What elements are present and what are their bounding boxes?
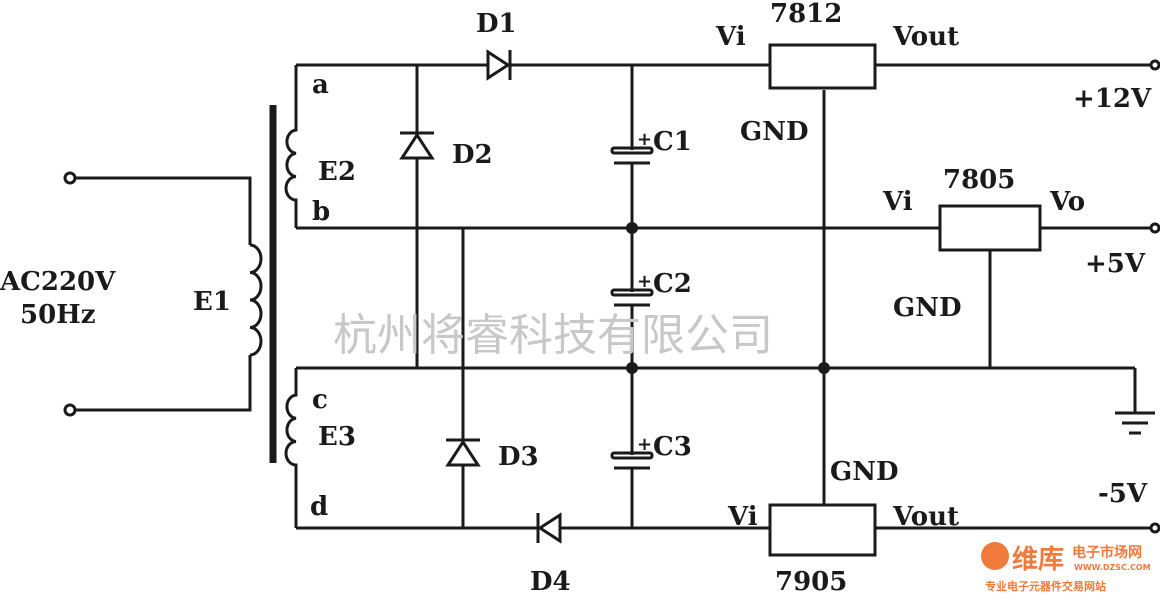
label-7905: 7905 — [775, 567, 847, 596]
label-tap-c: c — [312, 385, 328, 415]
input-terminal-bottom — [63, 403, 77, 417]
label-d1: D1 — [476, 9, 517, 39]
label-7805: 7805 — [943, 165, 1015, 195]
label-input-frequency: 50Hz — [20, 300, 96, 330]
ground-icon — [1115, 411, 1155, 435]
primary-coil — [249, 243, 263, 357]
capacitor-c3 — [610, 451, 654, 470]
wires — [296, 63, 1152, 530]
logo-brand: 维库 — [1012, 544, 1064, 575]
regulator-7805 — [938, 204, 1042, 252]
input-wiring — [63, 171, 252, 417]
diode-d3 — [445, 438, 481, 467]
dzsc-logo: 维库 电子市场网 WWW.DZSC.COM 专业电子元器件交易网站 — [981, 542, 1151, 593]
diode-d4 — [536, 512, 562, 544]
label-7805-gnd: GND — [893, 293, 962, 323]
label-d2: D2 — [452, 140, 493, 170]
label-7812-vi: Vi — [715, 22, 746, 52]
label-tap-d: d — [310, 492, 328, 522]
capacitor-c1 — [610, 146, 654, 165]
label-7812-gnd: GND — [740, 117, 809, 147]
label-7812: 7812 — [770, 0, 842, 29]
output-terminal-neg5v — [1149, 522, 1160, 534]
output-terminal-12v — [1149, 59, 1160, 71]
polarity-plus-c2: + — [637, 271, 652, 292]
secondary-coil-e2 — [284, 65, 298, 228]
polarity-plus-c3: + — [637, 434, 652, 455]
label-c2: C2 — [653, 269, 692, 299]
capacitor-c2 — [610, 288, 654, 307]
label-e3: E3 — [318, 422, 356, 452]
label-7812-vout: Vout — [892, 22, 959, 52]
logo-icon — [981, 542, 1009, 570]
label-c1: C1 — [653, 127, 692, 157]
label-out-5v: +5V — [1085, 249, 1146, 279]
polarity-plus-c1: + — [637, 129, 652, 150]
label-e2: E2 — [318, 157, 356, 187]
label-d3: D3 — [498, 442, 539, 472]
label-input-voltage: AC220V — [0, 267, 116, 297]
input-terminal-top — [63, 171, 77, 185]
label-7905-gnd: GND — [830, 457, 899, 487]
label-7905-vi: Vi — [727, 502, 758, 532]
label-tap-b: b — [312, 197, 330, 227]
label-7905-vout: Vout — [892, 502, 959, 532]
diode-d2 — [399, 131, 435, 160]
regulator-7905 — [768, 503, 877, 557]
label-7805-vi: Vi — [882, 187, 913, 217]
regulator-7812 — [768, 43, 877, 90]
output-terminal-5v — [1149, 222, 1160, 234]
label-7805-vo: Vo — [1049, 187, 1085, 217]
label-tap-a: a — [312, 70, 329, 100]
logo-sub: 电子市场网 — [1072, 544, 1142, 561]
label-out-12v: +12V — [1073, 84, 1152, 114]
logo-url: WWW.DZSC.COM — [1074, 563, 1151, 572]
label-d4: D4 — [530, 567, 571, 596]
junction-dots — [626, 222, 830, 374]
label-out-neg5v: -5V — [1098, 479, 1148, 509]
secondary-coil-e3 — [284, 368, 298, 528]
watermark: 杭州将睿科技有限公司 — [333, 310, 773, 361]
label-e1: E1 — [193, 287, 231, 317]
diode-d1 — [486, 49, 512, 81]
logo-tagline: 专业电子元器件交易网站 — [985, 579, 1106, 593]
label-c3: C3 — [653, 432, 692, 462]
